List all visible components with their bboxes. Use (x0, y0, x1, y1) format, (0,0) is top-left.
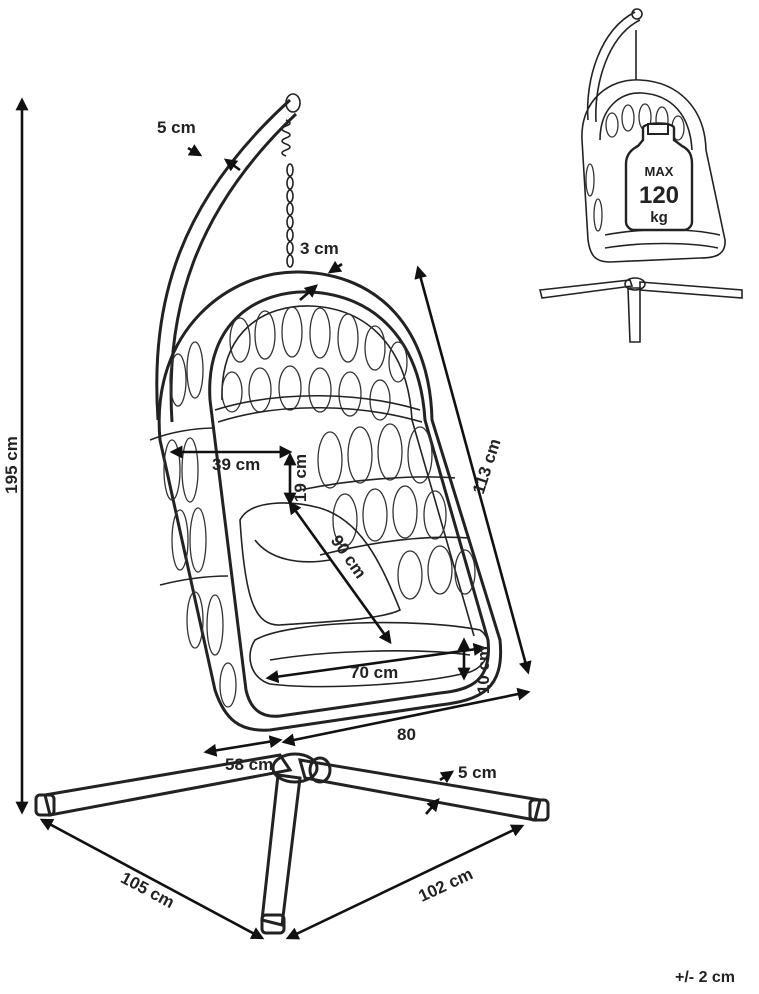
label-frame-tube: 3 cm (300, 239, 339, 258)
label-base-left: 105 cm (118, 868, 178, 912)
label-seat-depth: 39 cm (212, 455, 260, 474)
label-basket-width: 80 (397, 725, 416, 744)
hanging-chair-illustration (34, 93, 550, 935)
label-base-tube-width: 58 cm (225, 755, 273, 774)
dimension-labels: 195 cm 5 cm 3 cm 39 cm 19 cm 90 cm 70 cm… (2, 118, 735, 986)
max-weight-badge: MAX 120 kg (624, 122, 694, 232)
label-total-height: 195 cm (2, 436, 21, 494)
spring (281, 119, 291, 157)
weight-icon (624, 122, 694, 232)
back-cushion (239, 502, 402, 626)
label-cushion-gap: 19 cm (291, 454, 310, 502)
small-basket (581, 79, 726, 263)
pole-cap (285, 93, 301, 113)
label-seat-width: 70 cm (350, 663, 398, 682)
label-base-right: 102 cm (416, 864, 476, 906)
badge-max: MAX (645, 164, 674, 179)
badge-value: 120 (639, 182, 679, 209)
label-basket-height: 113 cm (469, 436, 505, 496)
label-tolerance: +/- 2 cm (675, 969, 735, 986)
label-base-tube-diameter: 5 cm (458, 763, 497, 782)
label-pole-diameter: 5 cm (157, 118, 196, 137)
badge-unit: kg (650, 209, 668, 226)
stand-pole (155, 98, 292, 421)
side-weave (163, 341, 237, 708)
dimension-lines (15, 97, 532, 940)
chain (286, 163, 294, 268)
label-cushion-height: 10 cm (474, 646, 493, 694)
top-weave (221, 306, 408, 421)
